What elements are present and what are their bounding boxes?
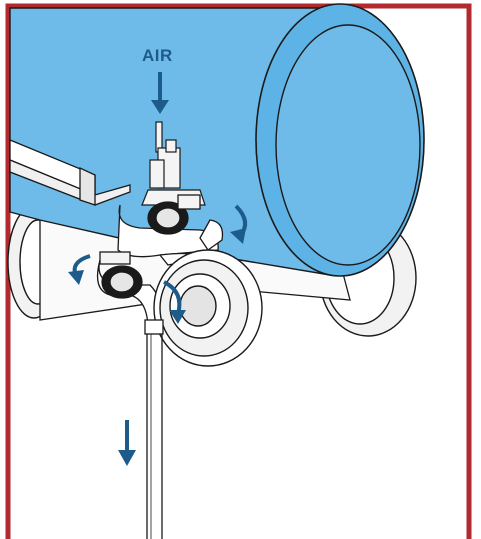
- curved-arrow-icon: [163, 280, 186, 324]
- down-arrow-icon: [151, 72, 169, 114]
- frame-border: [5, 3, 472, 539]
- curved-arrow-icon: [230, 204, 248, 244]
- rotary-joint-upper: [117, 194, 224, 258]
- front-roller: [153, 249, 263, 367]
- air-label: AIR: [142, 46, 173, 65]
- mounting-rail: [9, 139, 131, 206]
- outlet-pipe: [144, 319, 164, 539]
- curved-arrow-icon: [68, 254, 91, 285]
- down-arrow-icon: [118, 420, 136, 466]
